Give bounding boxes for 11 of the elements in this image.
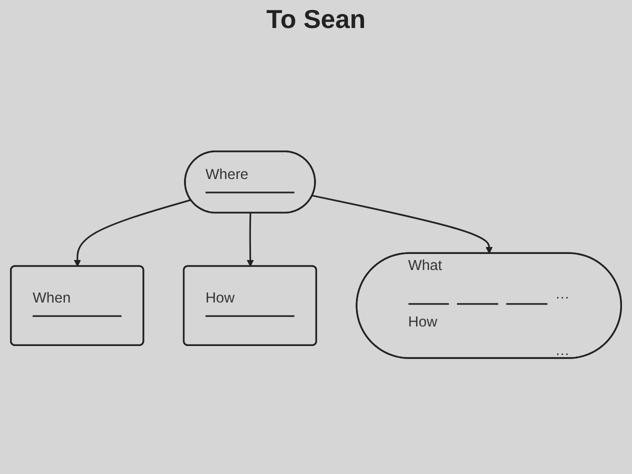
arrow	[246, 213, 254, 267]
node-text: What	[408, 256, 442, 276]
node-text: When	[32, 288, 71, 308]
diagram-title: To Sean	[266, 4, 366, 35]
node-text: …	[555, 284, 570, 304]
node-text: How	[206, 288, 235, 308]
node-text: …	[555, 340, 570, 360]
node-text: Where	[206, 164, 248, 184]
arrow	[312, 194, 493, 254]
node-text: How	[408, 312, 438, 332]
arrow	[74, 199, 192, 267]
